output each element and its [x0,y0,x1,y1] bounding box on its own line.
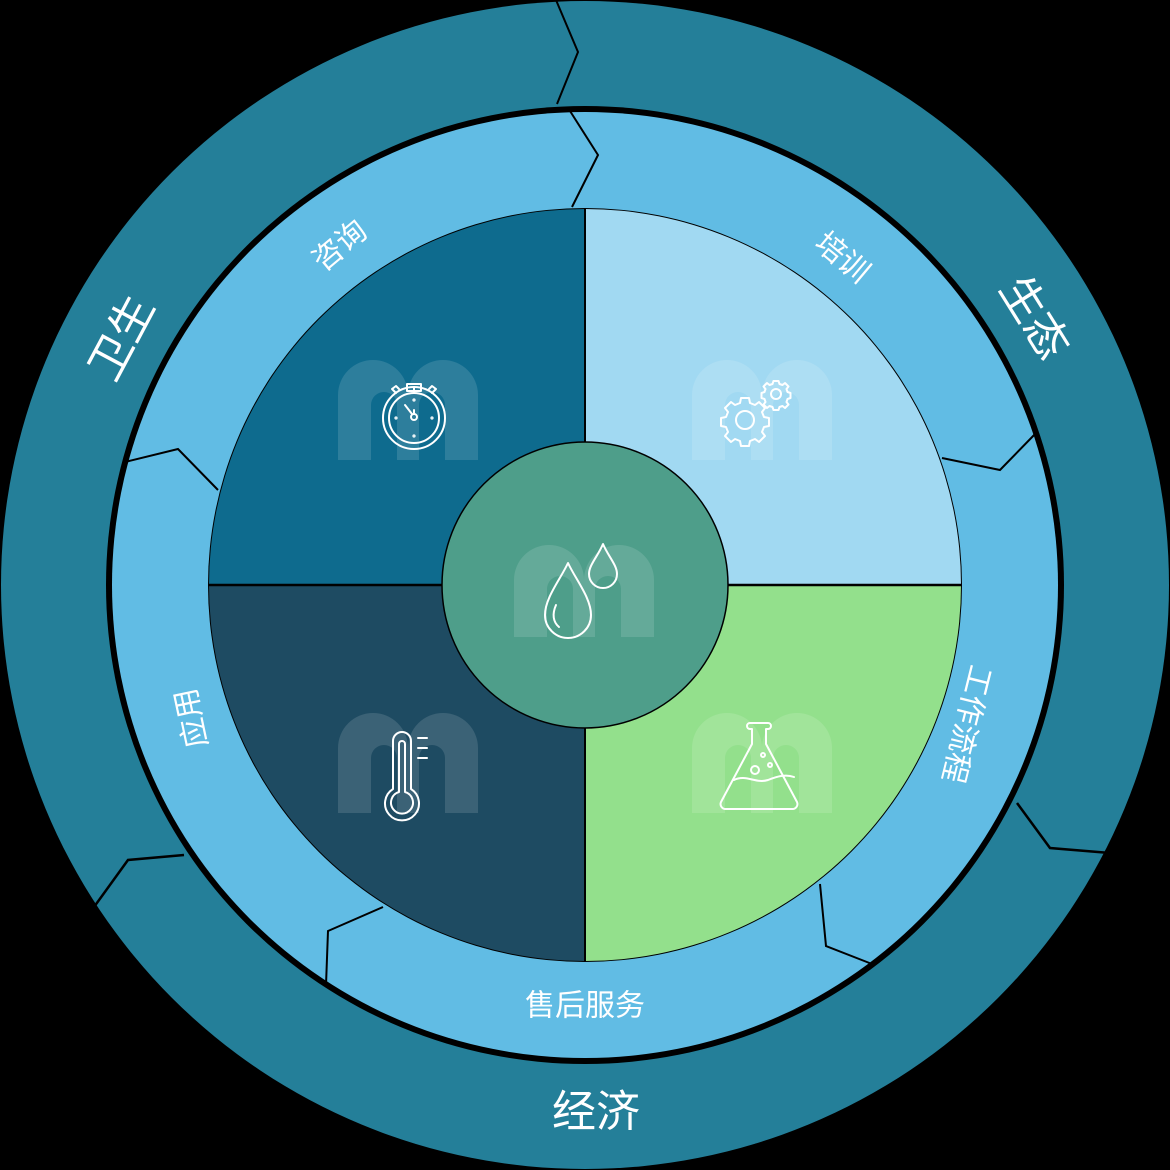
middle-ring-chevron-left [124,447,219,491]
center-hub[interactable] [441,441,729,729]
watermark-m-icon [692,713,832,813]
watermark-m-icon [338,713,478,813]
thermometer-icon [384,731,428,822]
watermarks [338,360,832,813]
outer-label-economy: 经济 [552,1087,640,1138]
outer-ring-chevron-left [92,853,185,908]
middle-ring-chevron-top [569,110,600,208]
gears-icon [720,380,792,447]
middle-ring-chevron-bottom-right [819,883,873,965]
stopwatch-icon [382,383,446,450]
middle-ring-chevron-bottom-left [325,906,384,986]
outer-ring-chevron-right [1015,802,1111,855]
watermark-m-icon [692,360,832,460]
outer-ring-chevron-top [555,0,580,105]
middle-ring-chevron-right [941,431,1038,472]
middle-label-after-sales: 售后服务 [525,989,645,1024]
flask-icon [719,722,799,810]
water-drops-icon [544,543,618,639]
middle-ring-chevrons [124,110,1038,986]
